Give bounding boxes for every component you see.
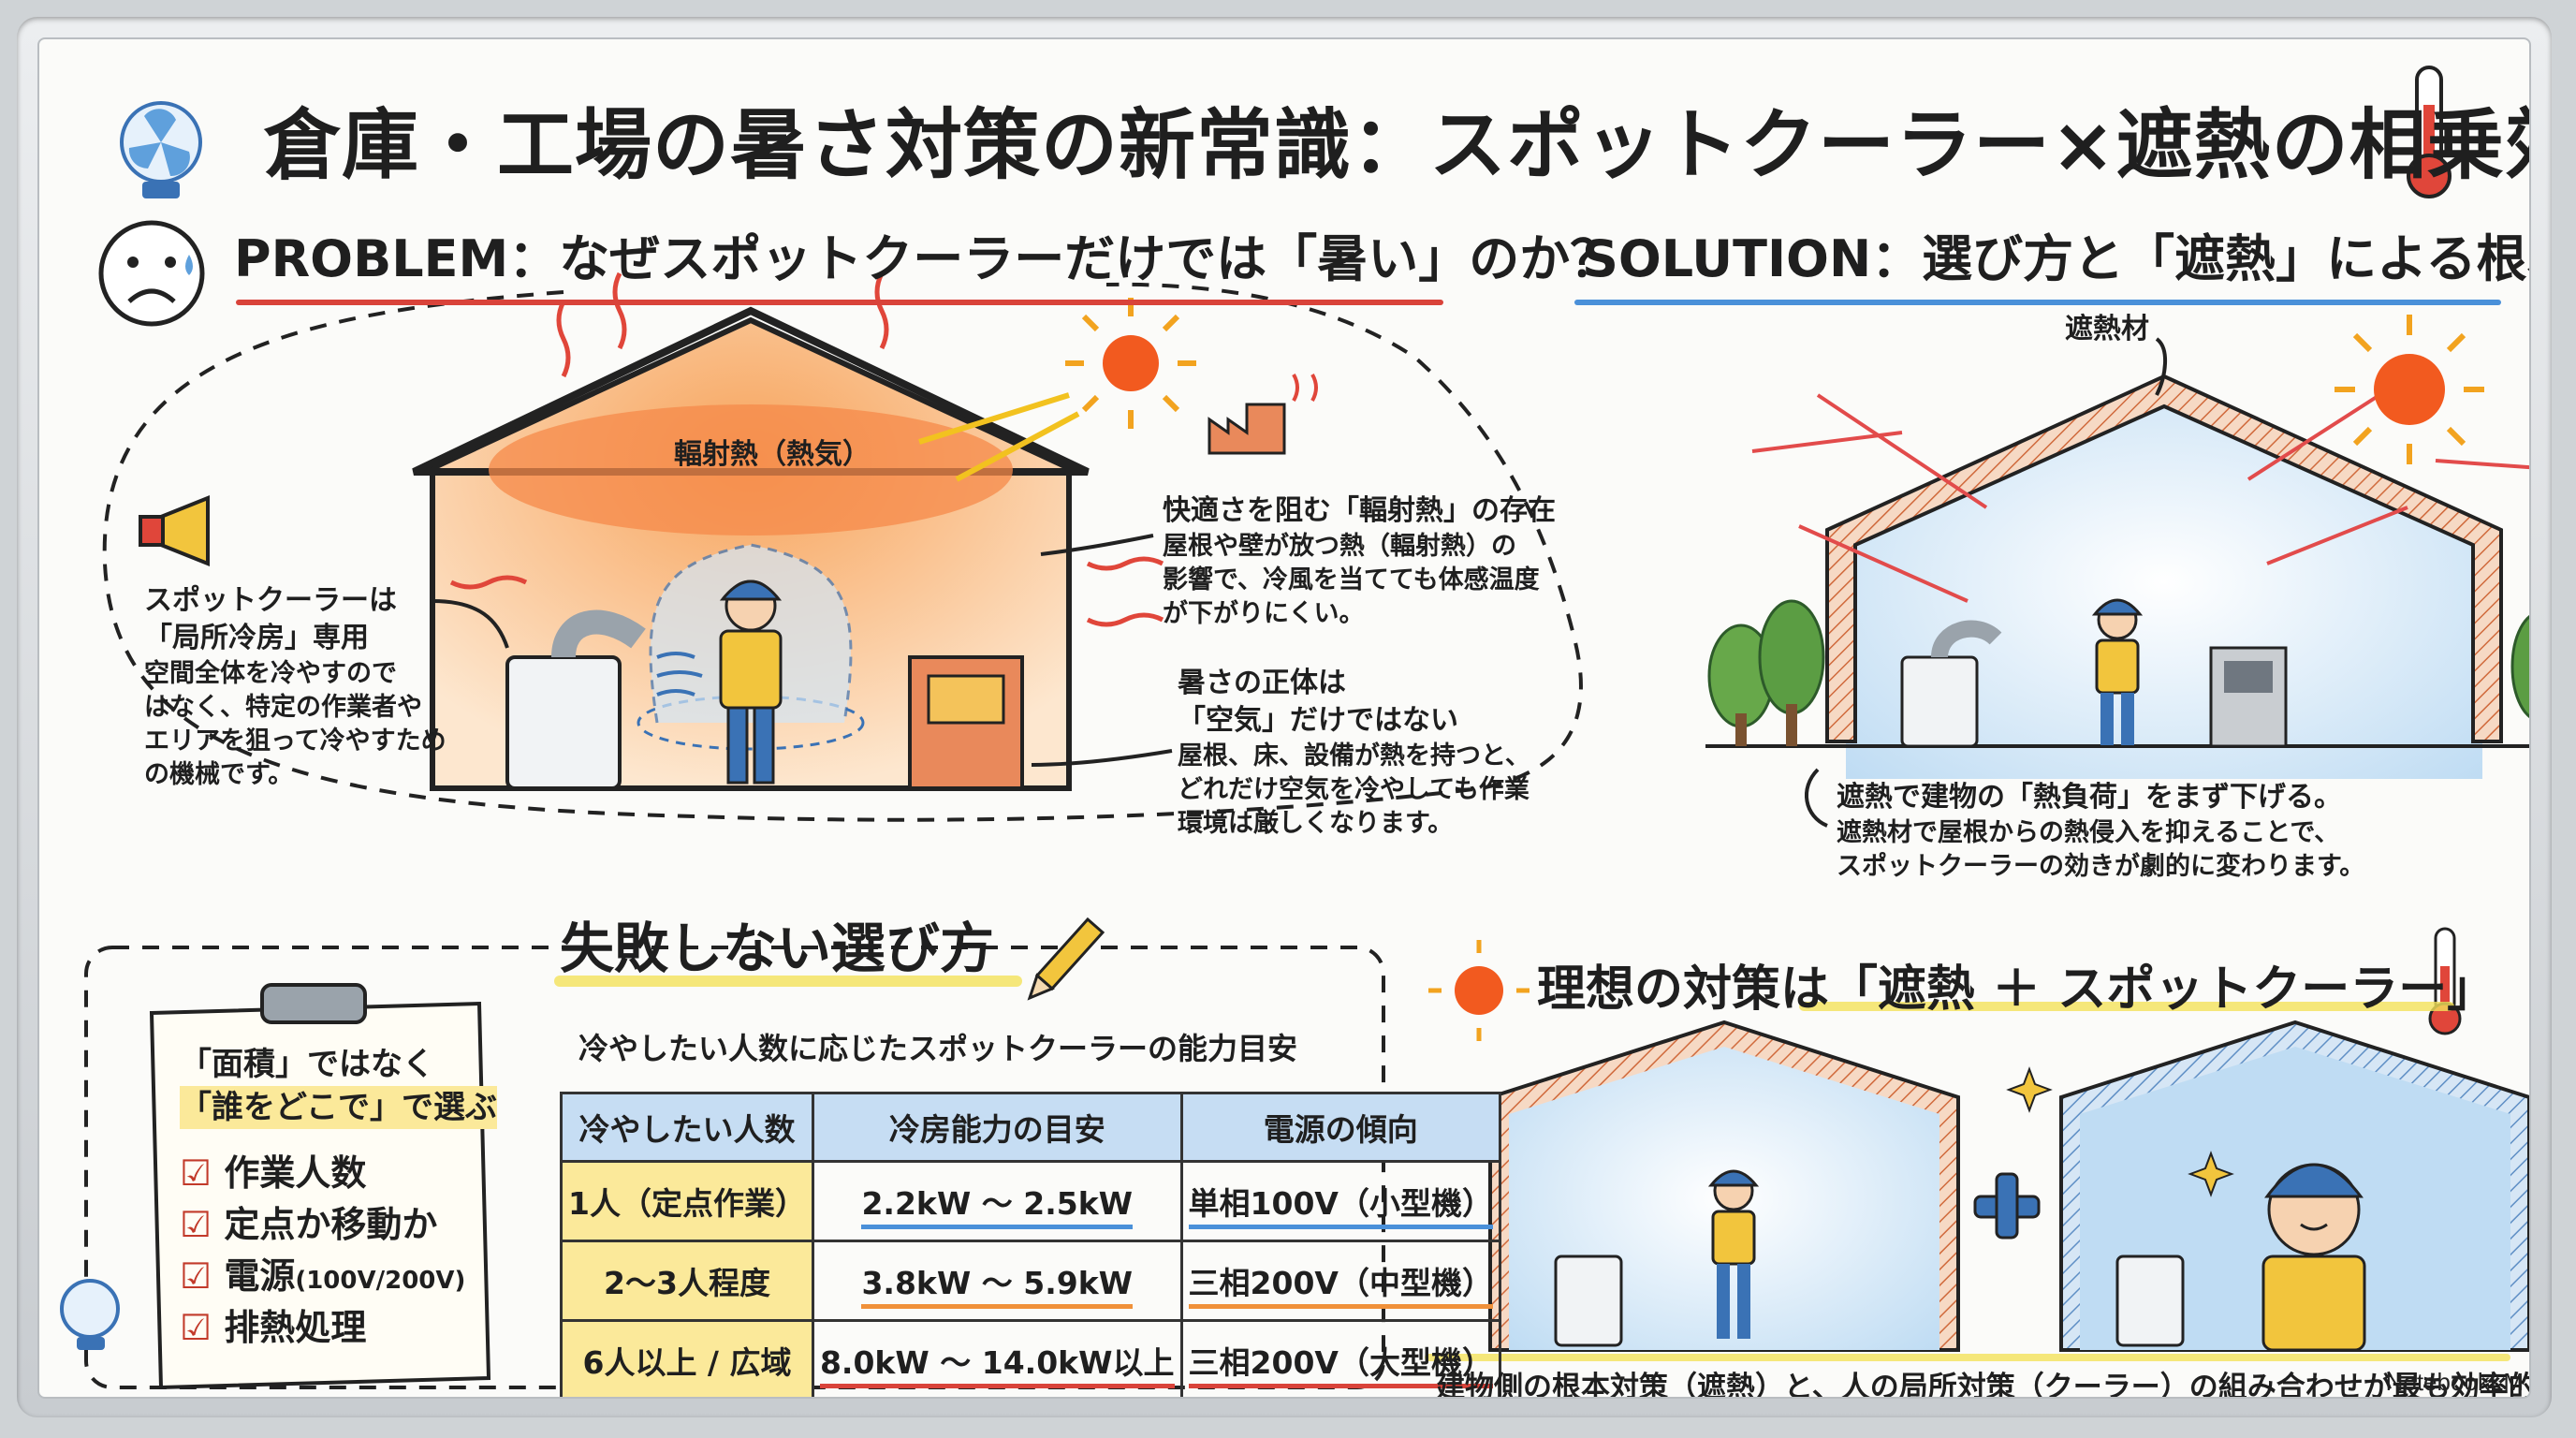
sun-icon-problem <box>918 298 1196 482</box>
sparkle-icon <box>2006 1066 2053 1113</box>
note-line: 遮熱材で屋根からの熱侵入を抑えることで、 <box>1837 818 2340 847</box>
note-line: 屋根や壁が放つ熱（輻射熱）の <box>1163 532 1516 561</box>
cell-text: 8.0kW ～ 14.0kW以上 <box>819 1344 1175 1388</box>
capacity-table: 冷やしたい人数 冷房能力の目安 電源の傾向 1人（定点作業） 2.2kW ～ 2… <box>560 1092 1501 1397</box>
checklist-label: 排熱処理 <box>224 1307 367 1348</box>
ideal-heading: 理想の対策は「遮熱 ＋ スポットクーラー」 <box>1537 961 2496 1018</box>
cell-text: 2.2kW ～ 2.5kW <box>861 1185 1134 1229</box>
check-icon: ☑ <box>180 1204 212 1245</box>
cell-text: 3.8kW ～ 5.9kW <box>861 1265 1134 1309</box>
note-line: 遮熱で建物の「熱負荷」をまず下げる。 <box>1837 781 2342 814</box>
problem-left-note: スポットクーラーは 「局所冷房」専用 空間全体を冷やすので はなく、特定の作業者… <box>144 582 446 792</box>
table-cell: 2.2kW ～ 2.5kW <box>811 1160 1183 1242</box>
note-line: の機械です。 <box>144 760 294 789</box>
column-header: 電源の傾向 <box>1179 1092 1501 1163</box>
table-row: 6人以上 / 広域 8.0kW ～ 14.0kW以上 三相200V（大型機） <box>560 1319 1501 1397</box>
table-cell: 1人（定点作業） <box>560 1160 814 1242</box>
note-line: が下がりにくい。 <box>1163 599 1365 628</box>
note-line: 空間全体を冷やすので <box>144 659 397 688</box>
notebooklm-watermark: NotebookLM <box>2385 1368 2524 1396</box>
checklist-item: ☑ 電源(100V/200V) <box>180 1247 497 1299</box>
factory-icon <box>1208 374 1318 455</box>
note-line: どれだけ空気を冷やしても作業 <box>1178 775 1530 804</box>
radiant-heat-label: 輻射熱（熱気） <box>674 438 871 471</box>
table-caption: 冷やしたい人数に応じたスポットクーラーの能力目安 <box>578 1031 1298 1066</box>
illustration-layer <box>60 66 2529 1390</box>
checklist-label: 電源 <box>224 1255 296 1297</box>
plus-icon <box>1973 1172 2041 1240</box>
cell-text: 三相200V（大型機） <box>1188 1344 1493 1388</box>
sun-icon-ideal <box>1428 940 1530 1041</box>
insulated-warehouse <box>1705 374 2529 779</box>
insulation-label: 遮熱材 <box>2065 313 2149 345</box>
fan-icon-bottom <box>60 1279 120 1350</box>
sad-face-icon <box>98 220 205 327</box>
note-line: 環境は厳しくなります。 <box>1178 809 1454 838</box>
sparkle-icon <box>2188 1151 2234 1197</box>
cell-text: 単相100V（小型機） <box>1188 1185 1493 1229</box>
ideal-caption: 建物側の根本対策（遮熱）と、人の局所対策（クーラー）の組み合わせが最も効率的。 <box>1436 1371 2529 1397</box>
solution-note: 遮熱で建物の「熱負荷」をまず下げる。 遮熱材で屋根からの熱侵入を抑えることで、 … <box>1837 779 2364 884</box>
note-line: スポットクーラーは <box>144 584 397 617</box>
fan-icon-top <box>120 101 202 198</box>
note-line: 快適さを阻む「輻射熱」の存在 <box>1163 494 1556 527</box>
clipboard-content: 「面積」ではなく 「誰をどこで」で選ぶ ☑ 作業人数 ☑ 定点か移動か ☑ 電源… <box>180 1043 497 1350</box>
note-line: 「空気」だけではない <box>1178 704 1458 737</box>
table-cell: 8.0kW ～ 14.0kW以上 <box>811 1319 1183 1397</box>
tree-icon <box>2510 614 2529 719</box>
table-cell: 三相200V（大型機） <box>1179 1319 1501 1397</box>
column-header: 冷房能力の目安 <box>811 1092 1183 1163</box>
check-icon: ☑ <box>180 1152 212 1194</box>
checklist-item: ☑ 作業人数 <box>180 1144 497 1196</box>
thermometer-icon-ideal <box>2428 927 2462 1035</box>
page-title: 倉庫・工場の暑さ対策の新常識：スポットクーラー×遮熱の相乗効果 <box>264 101 2529 190</box>
note-line: 「局所冷房」専用 <box>144 622 369 654</box>
note-line: スポットクーラーの効きが劇的に変わります。 <box>1837 852 2365 881</box>
table-cell: 3.8kW ～ 5.9kW <box>811 1240 1183 1322</box>
tree-icon <box>1758 599 1825 746</box>
problem-right-note-2: 暑さの正体は 「空気」だけではない 屋根、床、設備が熱を持つと、 どれだけ空気を… <box>1178 665 1530 841</box>
whiteboard-surface: 倉庫・工場の暑さ対策の新常識：スポットクーラー×遮熱の相乗効果 PROBLEM：… <box>39 39 2529 1397</box>
note-line: はなく、特定の作業者や <box>144 693 422 722</box>
problem-heading: PROBLEM：なぜスポットクーラーだけでは「暑い」のか？ <box>234 229 1621 288</box>
checklist-label: 定点か移動か <box>224 1204 438 1245</box>
ideal-warehouse-left <box>1488 1020 1960 1352</box>
clip-title-line: 「面積」ではなく <box>180 1046 434 1083</box>
check-icon: ☑ <box>180 1307 212 1348</box>
power-suffix: (100V/200V) <box>295 1267 466 1295</box>
table-cell: 単相100V（小型機） <box>1179 1160 1501 1242</box>
pencil-icon <box>1027 917 1105 1001</box>
table-cell: 2～3人程度 <box>560 1240 814 1322</box>
checklist-item: ☑ 定点か移動か <box>180 1196 497 1247</box>
note-line: 暑さの正体は <box>1178 667 1346 699</box>
table-header-row: 冷やしたい人数 冷房能力の目安 電源の傾向 <box>560 1092 1501 1163</box>
note-line: 影響で、冷風を当てても体感温度 <box>1163 565 1540 594</box>
table-row: 2～3人程度 3.8kW ～ 5.9kW 三相200V（中型機） <box>560 1240 1501 1322</box>
note-line: 屋根、床、設備が熱を持つと、 <box>1178 741 1530 770</box>
note-line: エリアを狙って冷やすため <box>144 726 446 756</box>
thermometer-icon-top <box>2407 66 2452 198</box>
problem-right-note-1: 快適さを阻む「輻射熱」の存在 屋根や壁が放つ熱（輻射熱）の 影響で、冷風を当てて… <box>1163 492 1556 631</box>
check-icon: ☑ <box>180 1255 212 1297</box>
choose-heading: 失敗しない選び方 <box>560 917 995 980</box>
table-cell: 三相200V（中型機） <box>1179 1240 1501 1322</box>
ideal-warehouse-right <box>2059 1020 2529 1352</box>
table-row: 1人（定点作業） 2.2kW ～ 2.5kW 単相100V（小型機） <box>560 1160 1501 1242</box>
checklist-item: ☑ 排熱処理 <box>180 1299 497 1350</box>
table-cell: 6人以上 / 広域 <box>560 1319 814 1397</box>
solution-heading: SOLUTION：選び方と「遮熱」による根本解決 <box>1582 229 2529 288</box>
checklist-label: 作業人数 <box>224 1152 367 1194</box>
megaphone-icon <box>139 495 210 566</box>
column-header: 冷やしたい人数 <box>560 1092 814 1163</box>
hot-warehouse <box>412 271 1164 791</box>
clip-title-line: 「誰をどこで」で選ぶ <box>180 1086 497 1129</box>
cell-text: 三相200V（中型機） <box>1188 1265 1493 1309</box>
sun-icon-solution <box>2334 315 2484 464</box>
